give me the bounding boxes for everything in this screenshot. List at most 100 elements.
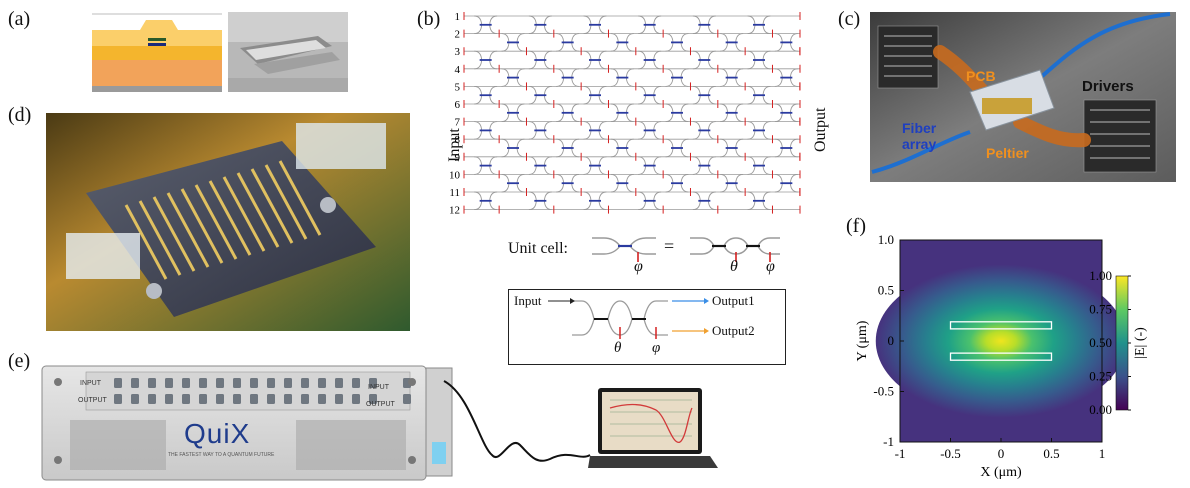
mesh-unit-cell bbox=[528, 121, 555, 144]
mesh-row-number: 9 bbox=[455, 152, 461, 164]
mesh-unit-cell bbox=[501, 103, 527, 126]
fiber-connector bbox=[267, 394, 275, 404]
detail-output2-label: Output2 bbox=[712, 323, 755, 338]
mesh-unit-cell bbox=[720, 68, 746, 91]
usb-cable bbox=[443, 380, 591, 462]
pcb-annotation: PCB bbox=[966, 68, 996, 84]
x-tick-label: 0.5 bbox=[1043, 446, 1059, 461]
x-tick-label: -0.5 bbox=[940, 446, 961, 461]
detail-input-label: Input bbox=[514, 293, 542, 308]
x-axis-label: X (μm) bbox=[980, 465, 1022, 480]
mesh-unit-cell bbox=[692, 121, 719, 144]
mesh-unit-cell bbox=[583, 191, 609, 214]
x-tick-label: 0 bbox=[998, 446, 1005, 461]
mesh-unit-cell bbox=[720, 138, 746, 161]
mesh-unit-cell bbox=[583, 50, 609, 73]
detail-output1-label: Output1 bbox=[712, 293, 755, 308]
mesh-unit-cell bbox=[665, 68, 691, 91]
unit-cell-diagram bbox=[592, 237, 780, 262]
fiber-connector bbox=[148, 394, 156, 404]
mesh-unit-cell bbox=[692, 85, 719, 108]
fiber-connector bbox=[335, 378, 343, 388]
y-tick-label: -1 bbox=[883, 434, 894, 449]
fiber-connector bbox=[114, 394, 122, 404]
panel-a-figure bbox=[92, 12, 348, 92]
mesh-unit-cell bbox=[774, 173, 801, 196]
mesh-row-number: 1 bbox=[455, 11, 461, 23]
mzi-detail-box bbox=[508, 289, 786, 365]
x-tick-label: -1 bbox=[895, 446, 906, 461]
sem-micrograph bbox=[228, 12, 348, 92]
colorbar bbox=[1115, 275, 1129, 411]
waveguide-outline bbox=[949, 352, 1053, 361]
mesh-unit-cell bbox=[610, 173, 637, 196]
peltier-annotation: Peltier bbox=[986, 145, 1029, 161]
fiber-connector bbox=[216, 378, 224, 388]
mesh-row-number: 10 bbox=[450, 169, 461, 181]
mesh-unit-cell bbox=[638, 121, 664, 144]
mesh-unit-cell bbox=[556, 138, 582, 161]
mesh-unit-cell bbox=[528, 50, 555, 73]
drivers-annotation: Drivers bbox=[1082, 78, 1134, 95]
colorbar-tick-label: 0.50 bbox=[1089, 335, 1112, 350]
mesh-unit-cell bbox=[610, 33, 637, 56]
mesh-row-number: 12 bbox=[450, 205, 460, 217]
mesh-unit-cell bbox=[474, 85, 500, 108]
mesh-unit-cell bbox=[556, 103, 582, 126]
mesh-unit-cell bbox=[474, 191, 500, 214]
mesh-unit-cell bbox=[720, 33, 746, 56]
quix-logo: QuiX bbox=[184, 418, 251, 449]
colorbar-tick-label: 1.00 bbox=[1089, 268, 1112, 283]
fiber-connector bbox=[352, 394, 360, 404]
mesh-unit-cell bbox=[528, 15, 555, 38]
fiber-connector bbox=[352, 378, 360, 388]
fiber-connector bbox=[369, 394, 377, 404]
waveguide-outline bbox=[949, 321, 1053, 330]
mesh-unit-cell bbox=[501, 33, 527, 56]
mesh-unit-cell bbox=[474, 121, 500, 144]
mesh-unit-cell bbox=[474, 156, 500, 179]
fiber-connector bbox=[369, 378, 377, 388]
mesh-unit-cell bbox=[474, 50, 500, 73]
unit-cell-label: Unit cell: bbox=[508, 240, 568, 257]
fiber-connector bbox=[301, 394, 309, 404]
fiber-connector bbox=[233, 394, 241, 404]
mesh-unit-cell bbox=[665, 103, 691, 126]
instrument-output-label-left: OUTPUT bbox=[78, 397, 107, 404]
mesh-unit-cell bbox=[528, 156, 555, 179]
instrument-input-label-left: INPUT bbox=[80, 380, 101, 387]
mesh-unit-cell bbox=[692, 50, 719, 73]
mesh-unit-cell bbox=[638, 50, 664, 73]
colorbar-tick-label: 0.00 bbox=[1089, 402, 1112, 417]
panel-f-label: (f) bbox=[846, 215, 866, 237]
panel-e-instrument bbox=[41, 365, 453, 481]
panel-d-photo bbox=[46, 113, 410, 331]
mesh-unit-cell bbox=[474, 15, 500, 38]
mesh-unit-cell bbox=[665, 33, 691, 56]
mesh-unit-cell bbox=[583, 15, 609, 38]
panel-e-label: (e) bbox=[8, 350, 31, 372]
mesh-unit-cell bbox=[720, 103, 746, 126]
mesh-unit-cell bbox=[720, 173, 746, 196]
unit-cell-theta: θ bbox=[730, 258, 738, 275]
fiber-connector bbox=[182, 378, 190, 388]
mesh-unit-cell bbox=[665, 138, 691, 161]
fiber-connector bbox=[131, 378, 139, 388]
mesh-unit-cell bbox=[692, 191, 719, 214]
fiber-connector bbox=[318, 394, 326, 404]
fiber-connector bbox=[199, 378, 207, 388]
mesh-unit-cell bbox=[692, 15, 719, 38]
mesh-row-number: 5 bbox=[455, 81, 461, 93]
mesh-unit-cell bbox=[747, 15, 773, 38]
fiber-annotation: Fiber bbox=[902, 120, 937, 136]
panel-a-label: (a) bbox=[8, 8, 31, 30]
quix-tagline: THE FASTEST WAY TO A QUANTUM FUTURE bbox=[168, 452, 275, 458]
colorbar-tick-label: 0.75 bbox=[1089, 302, 1112, 317]
fiber-connector bbox=[335, 394, 343, 404]
mesh-unit-cell bbox=[501, 138, 527, 161]
fiber-connector bbox=[114, 378, 122, 388]
mesh-unit-cell bbox=[638, 85, 664, 108]
fiber-connector bbox=[403, 394, 411, 404]
panel-c-photo bbox=[870, 12, 1176, 182]
detail-phi: φ bbox=[652, 340, 661, 356]
